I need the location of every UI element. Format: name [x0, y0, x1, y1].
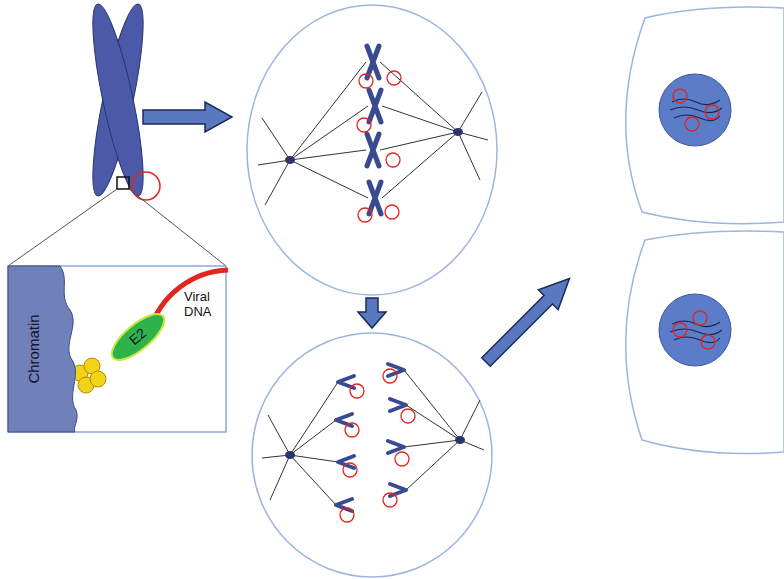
mini-chromosome: [388, 441, 404, 453]
chromatid: [83, 1, 153, 199]
process-arrow: [143, 102, 232, 132]
daughter-cell: [626, 7, 784, 224]
viral-episome: [340, 508, 354, 522]
spindle-fiber: [404, 370, 460, 440]
viral-episome: [387, 71, 401, 85]
spindle: [258, 62, 488, 205]
nucleus: [659, 74, 731, 146]
spindle-fiber: [380, 62, 458, 132]
viral-dna-label: Viral DNA: [184, 290, 224, 320]
viral-episome: [359, 74, 373, 88]
mini-chromosome: [388, 364, 404, 376]
mini-chromosome: [390, 484, 406, 496]
nucleus: [659, 294, 731, 366]
chromatin-region: Chromatin: [8, 266, 76, 432]
process-arrow: [358, 298, 386, 328]
viral-episome: [385, 205, 399, 219]
spindle-pole: [285, 451, 295, 459]
spindle-fiber: [290, 106, 368, 160]
protein-ball: [90, 371, 106, 387]
daughter-cell: [626, 231, 784, 454]
viral-episome: [705, 105, 719, 119]
spindle-fiber: [406, 440, 460, 490]
cell-outline: [252, 333, 492, 577]
anaphase-cell: [252, 333, 492, 577]
spindle-pole: [453, 128, 463, 136]
spindle-fiber: [382, 106, 458, 132]
viral-episome: [383, 493, 397, 507]
viral-episome: [386, 153, 400, 167]
spindle-fiber: [458, 92, 482, 132]
mini-chromosome: [336, 414, 352, 426]
e2-protein: E2: [103, 304, 173, 369]
chromosome: [83, 1, 160, 200]
viral-episome: [357, 118, 371, 132]
anaphase-chromosomes: [336, 364, 406, 511]
chromatid: [83, 1, 153, 199]
spindle-fiber: [290, 382, 338, 455]
spindle-fiber: [290, 150, 366, 160]
spindle-fiber: [382, 132, 458, 198]
metaphase-cell: [247, 5, 497, 295]
spindle-fiber: [406, 405, 460, 440]
episomes: [340, 369, 415, 522]
spindle-fiber: [458, 132, 480, 180]
inset-frame: [8, 266, 226, 432]
spindle-fiber: [290, 62, 366, 160]
spindle-fiber: [262, 118, 290, 160]
cell-outline: [247, 5, 497, 295]
chromatin-shape: [8, 266, 77, 432]
spindle-pole: [455, 436, 465, 444]
episomes: [357, 71, 401, 222]
viral-episome: [343, 463, 357, 477]
spindle-fiber: [265, 160, 290, 205]
viral-episome: [350, 384, 364, 398]
viral-episome: [693, 311, 707, 325]
viral-episome: [401, 409, 415, 423]
chromatin-binding-proteins: [72, 358, 106, 393]
mini-chromosome: [367, 46, 379, 78]
spindle-fiber: [290, 420, 336, 455]
viral-episome: [383, 369, 397, 383]
viral-episome: [685, 117, 699, 131]
spindle: [262, 370, 484, 505]
spindle-fiber: [380, 132, 458, 150]
spindle-fiber: [404, 440, 460, 447]
mini-chromosome: [390, 399, 406, 411]
mini-chromosome: [369, 182, 381, 214]
viral-episome: [673, 89, 687, 103]
spindle-fiber: [290, 455, 338, 462]
spindle-fiber: [290, 160, 368, 198]
spindle-pole: [285, 156, 295, 164]
zoom-line: [129, 189, 226, 266]
mini-chromosome: [338, 456, 354, 468]
mini-chromosome: [367, 134, 379, 166]
spindle-fiber: [268, 415, 290, 455]
cell-outline: [626, 7, 784, 224]
viral-episome: [673, 323, 687, 337]
zoom-line: [8, 189, 117, 266]
viral-episome: [132, 172, 160, 200]
chromatin-shape: [8, 266, 76, 432]
process-arrow: [476, 269, 579, 372]
e2-ellipse: [105, 307, 171, 368]
node-label: Chromatin: [26, 314, 43, 383]
spindle-fiber: [460, 400, 480, 440]
viral-episome: [358, 208, 372, 222]
spindle-fiber: [270, 455, 290, 500]
spindle-fiber: [290, 455, 336, 505]
mini-chromosome: [369, 90, 381, 122]
viral-episome: [701, 335, 715, 349]
zoom-square: [117, 177, 129, 189]
cell-outline: [626, 231, 784, 454]
viral-episome: [395, 452, 409, 466]
viral-episome: [345, 423, 359, 437]
